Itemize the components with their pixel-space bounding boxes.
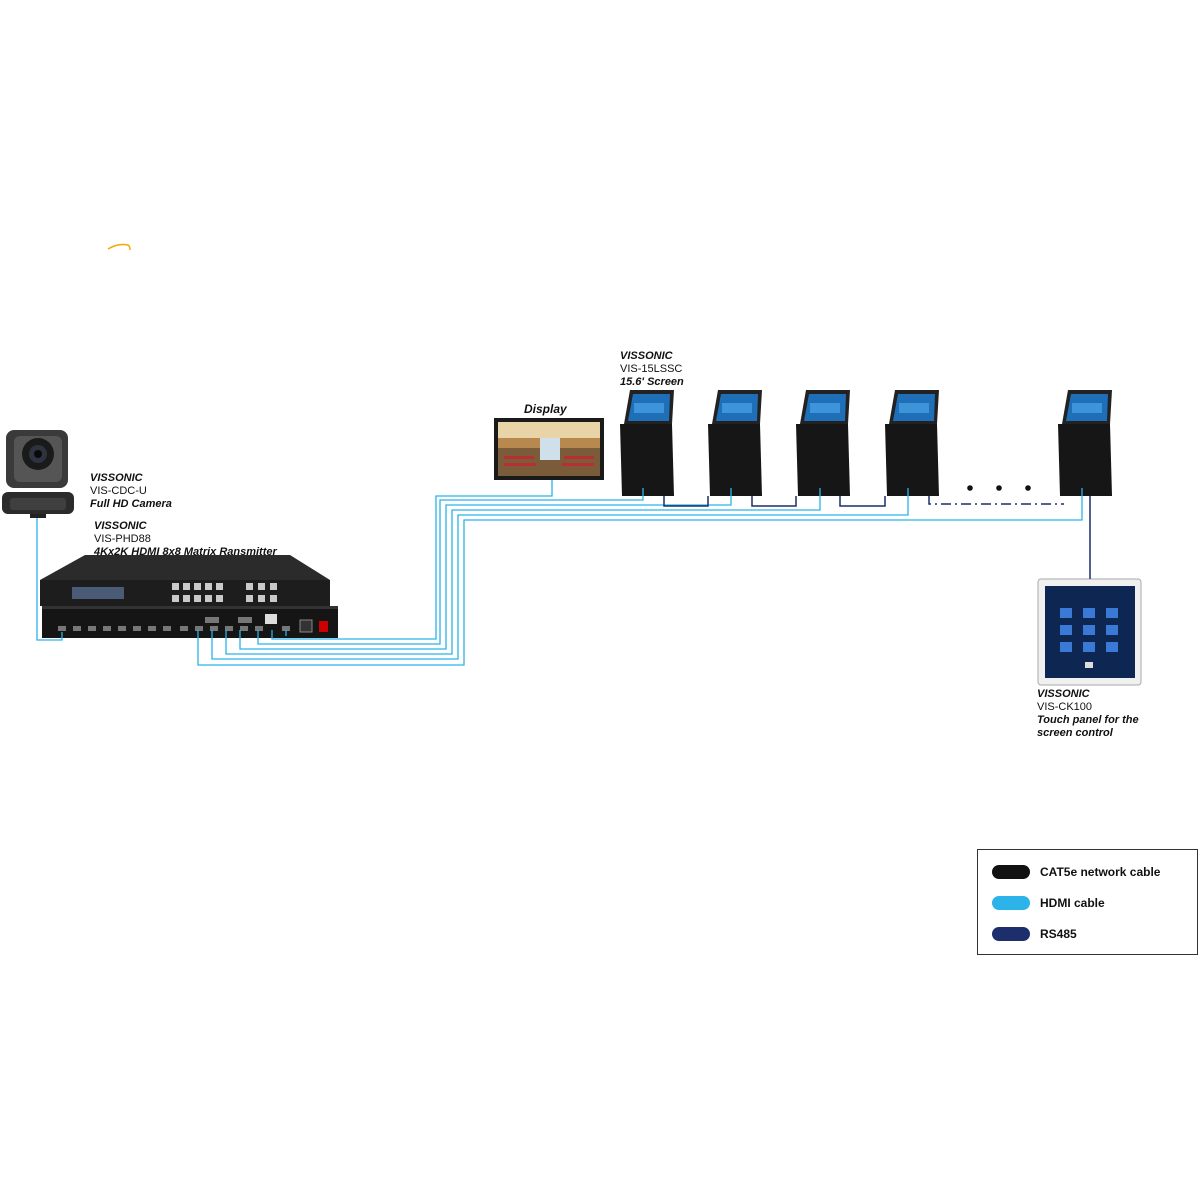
ellipsis-dots [967,485,1031,491]
touch-panel-desc-2: screen control [1037,727,1113,739]
screen-model: VIS-15LSSC [620,363,683,375]
orange-mark [107,243,131,251]
lift-screen-3 [796,390,850,496]
legend-label-rs485: RS485 [1040,927,1077,941]
hdmi-cable-4 [225,488,821,655]
hdmi-cable-7 [271,480,553,640]
rs485-cable-3 [839,496,886,507]
legend-label-cat5e: CAT5e network cable [1040,865,1161,879]
rs485-cable-4 [928,496,1064,505]
legend-item-rs485: RS485 [992,926,1077,942]
matrix-desc: 4Kx2K HDMI 8x8 Matrix Ransmitter [94,546,277,558]
camera-model: VIS-CDC-U [90,485,147,497]
display-monitor [494,418,604,480]
touch-panel [1037,578,1142,686]
rs485-cable-2 [751,496,797,507]
ptz-camera [2,430,74,518]
legend-swatch-cat5e [992,865,1030,879]
screen-label: VISSONIC VIS-15LSSC 15.6' Screen [620,350,684,389]
display-title: Display [524,402,567,416]
camera-brand: VISSONIC [90,472,143,484]
rs485-cables [663,496,1091,579]
legend-item-hdmi: HDMI cable [992,895,1105,911]
lift-screen-4 [885,390,939,496]
touch-panel-brand: VISSONIC [1037,688,1090,700]
lift-screens [620,390,1112,496]
touch-panel-label: VISSONIC VIS-CK100 Touch panel for the s… [1037,688,1139,740]
matrix-brand: VISSONIC [94,520,147,532]
hdmi-cable-5 [239,488,732,650]
hdmi-cable-6 [257,488,644,645]
touch-panel-desc-1: Touch panel for the [1037,714,1139,726]
lift-screen-1 [620,390,674,496]
matrix-label: VISSONIC VIS-PHD88 4Kx2K HDMI 8x8 Matrix… [94,520,277,559]
hdmi-cable-3 [211,488,909,660]
hdmi-cables [36,480,1083,666]
hdmi-cable-1 [36,518,63,641]
lift-screen-5 [1058,390,1112,496]
hdmi-cable-2 [197,488,1083,666]
touch-panel-model: VIS-CK100 [1037,701,1093,713]
rs485-cable-1 [663,496,709,507]
matrix-model: VIS-PHD88 [94,533,151,545]
legend-item-cat5e: CAT5e network cable [992,864,1160,880]
screen-brand: VISSONIC [620,350,673,362]
legend: CAT5e network cable HDMI cable RS485 [977,849,1198,955]
matrix-switcher [40,555,338,638]
camera-label: VISSONIC VIS-CDC-U Full HD Camera [90,472,172,511]
legend-label-hdmi: HDMI cable [1040,896,1105,910]
legend-swatch-rs485 [992,927,1030,941]
lift-screen-2 [708,390,762,496]
camera-desc: Full HD Camera [90,498,172,510]
legend-swatch-hdmi [992,896,1030,910]
screen-desc: 15.6' Screen [620,376,684,388]
